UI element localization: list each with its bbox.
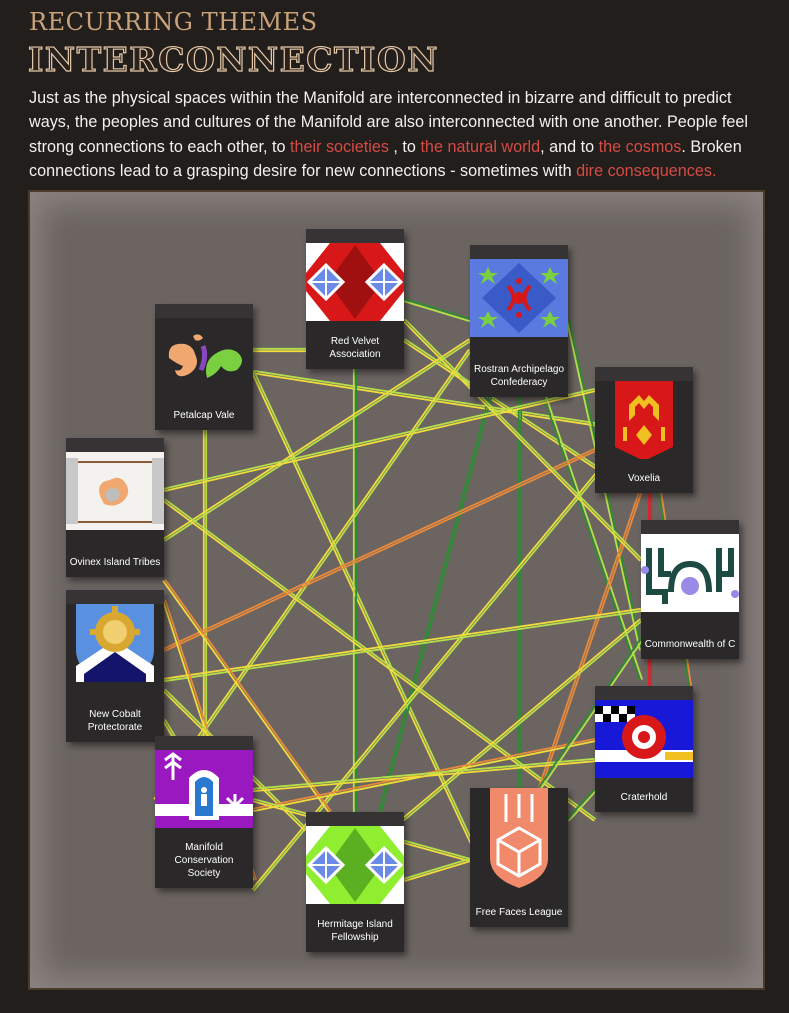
faction-card-ovinex[interactable]: Ovinex Island Tribes — [66, 438, 164, 577]
link-cosmos[interactable]: the cosmos — [598, 137, 682, 156]
intro-text-1: Just as the physical spaces within the M… — [29, 89, 749, 156]
link-dire-consequences[interactable]: dire consequences. — [576, 162, 717, 181]
section-kicker: RECURRING THEMES — [29, 8, 318, 36]
faction-label: Manifold Conservation Society — [174, 842, 234, 879]
faction-card-rostran[interactable]: Rostran Archipelago Confederacy — [470, 245, 568, 397]
glyph-banner-icon — [641, 534, 739, 612]
faction-label: Voxelia — [627, 473, 661, 484]
faction-label: Ovinex Island Tribes — [69, 557, 161, 568]
faction-card-free-faces[interactable]: Free Faces League — [470, 788, 568, 927]
star-tile-banner-icon — [470, 259, 568, 337]
intro-paragraph: Just as the physical spaces within the M… — [29, 86, 764, 184]
scroll-map-icon — [66, 452, 164, 530]
intro-text-2: , to — [388, 137, 421, 156]
crater-banner-icon — [595, 700, 693, 778]
faction-label: Red Velvet Association — [329, 336, 381, 360]
intro-text-4: . Broken connections lead to a grasping … — [29, 137, 742, 181]
faction-card-petalcap[interactable]: Petalcap Vale — [155, 304, 253, 430]
faction-card-voxelia[interactable]: Voxelia — [595, 367, 693, 493]
faction-label: Rostran Archipelago Confederacy — [473, 364, 565, 388]
faction-label: Commonwealth of C — [644, 639, 736, 650]
faction-card-commonwealth[interactable]: Commonwealth of C — [641, 520, 739, 659]
purple-tower-banner-icon — [155, 750, 253, 828]
faction-label: Petalcap Vale — [173, 410, 235, 421]
faction-card-hermitage[interactable]: Hermitage Island Fellowship — [306, 812, 404, 952]
link-their-societies[interactable]: their societies — [289, 137, 389, 156]
faction-label: Craterhold — [620, 792, 668, 803]
faction-label: New Cobalt Protectorate — [87, 709, 143, 733]
green-diamond-banner-icon — [306, 826, 404, 904]
petal-swirl-icon — [155, 318, 253, 396]
faction-label: Hermitage Island Fellowship — [317, 919, 393, 943]
flame-crest-icon — [595, 381, 693, 459]
page-title: INTERCONNECTION — [27, 39, 439, 79]
red-diamond-banner-icon — [306, 243, 404, 321]
faction-card-craterhold[interactable]: Craterhold — [595, 686, 693, 812]
link-natural-world[interactable]: the natural world — [420, 137, 541, 156]
faction-label: Free Faces League — [475, 907, 563, 918]
intro-text-3: , and to — [540, 137, 599, 156]
faction-card-manifold[interactable]: Manifold Conservation Society — [155, 736, 253, 888]
orange-cube-shield-icon — [470, 788, 568, 888]
cobalt-shield-icon — [66, 604, 164, 682]
faction-card-red-velvet[interactable]: Red Velvet Association — [306, 229, 404, 369]
faction-card-new-cobalt[interactable]: New Cobalt Protectorate — [66, 590, 164, 742]
